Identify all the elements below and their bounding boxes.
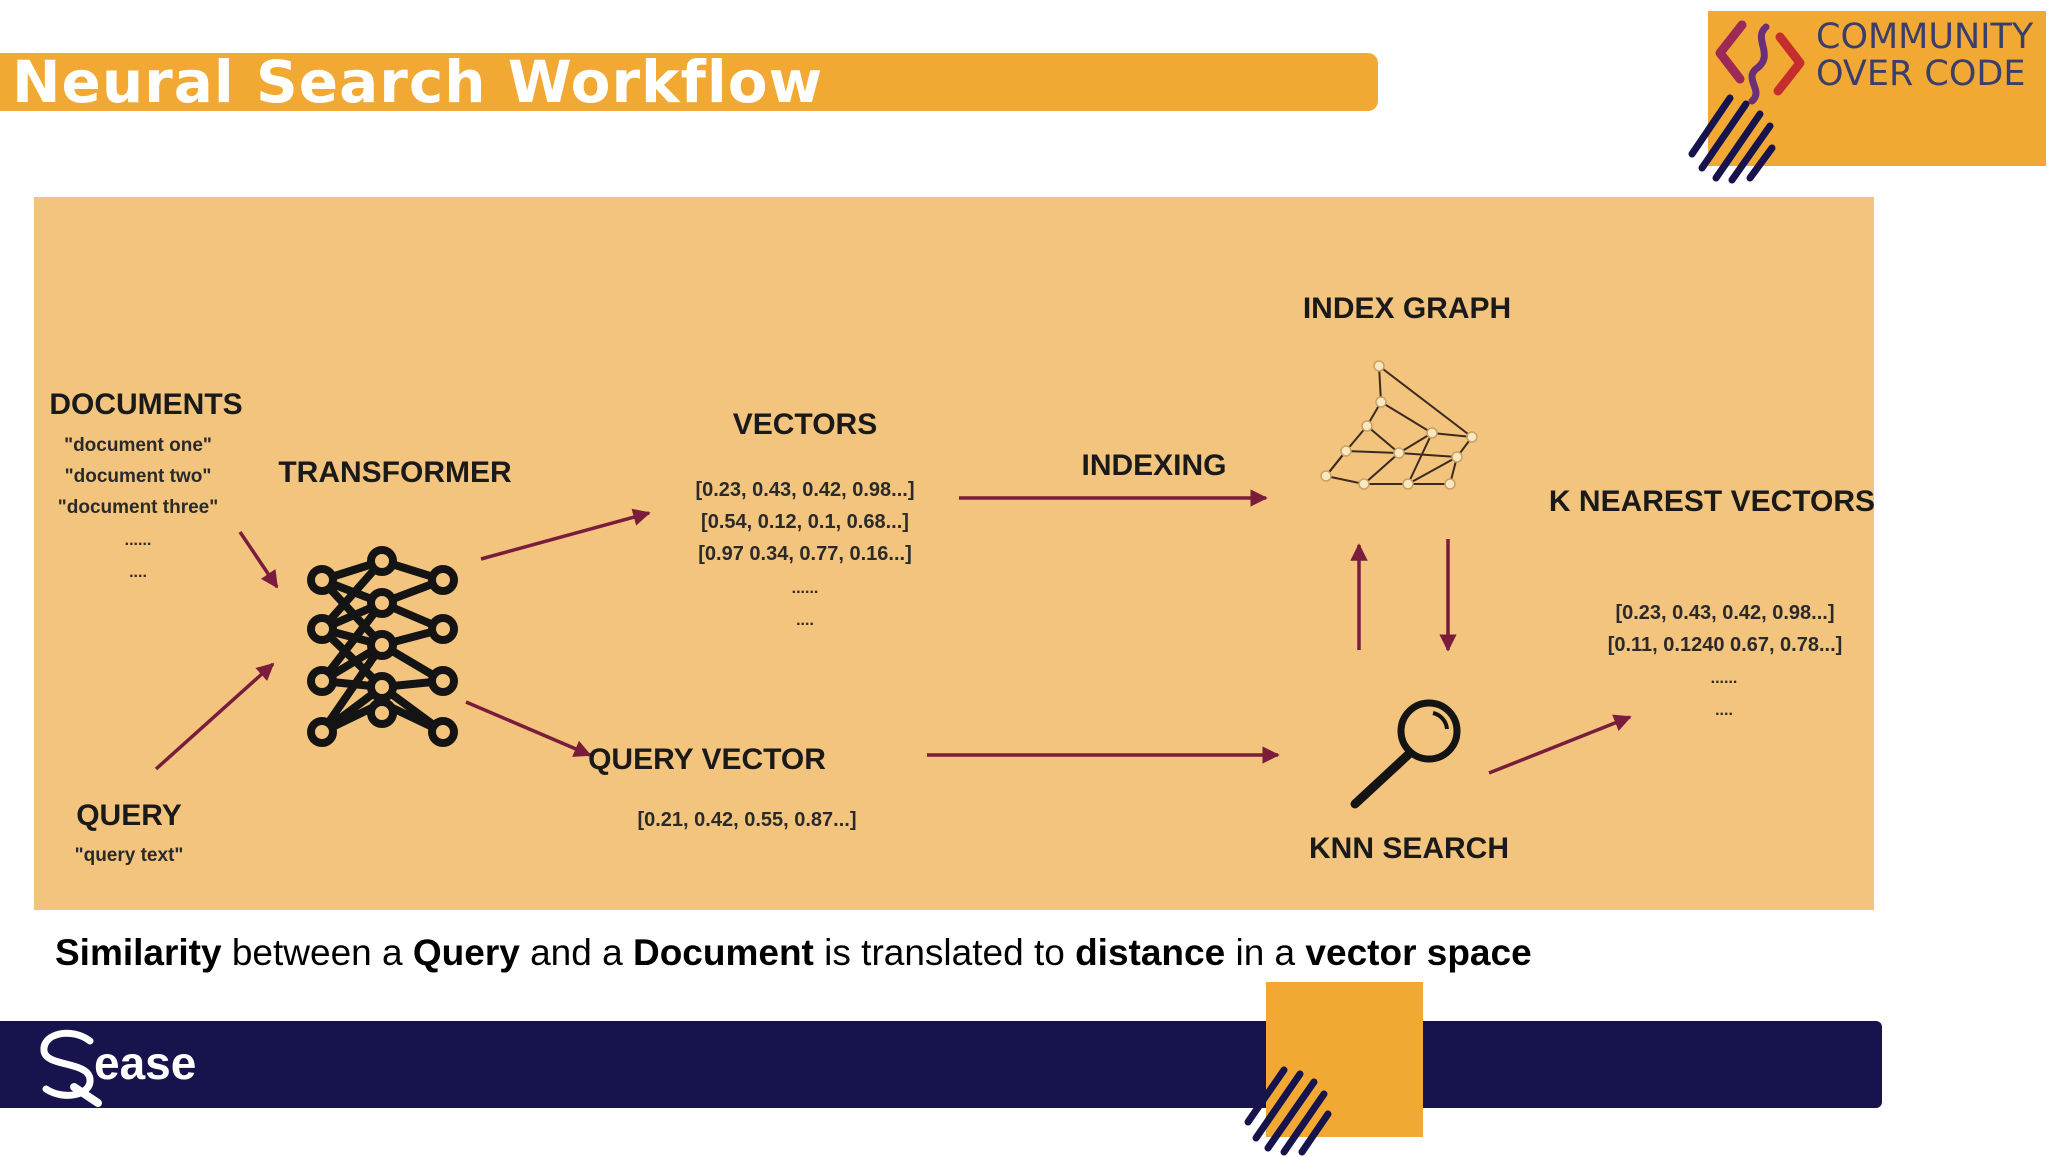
community-over-code-logo: COMMUNITY OVER CODE (1708, 11, 2046, 166)
vector-item: [0.97 0.34, 0.77, 0.16...] (698, 543, 911, 565)
index-graph-heading: INDEX GRAPH (1303, 292, 1511, 325)
caption-part: Document (632, 932, 814, 973)
k-nearest-ellipsis: .... (1715, 702, 1733, 719)
index-graph-icon (1320, 360, 1478, 490)
caption-part: between a (221, 932, 413, 973)
document-item: "document two" (65, 466, 212, 487)
caption-part: and a (519, 932, 633, 973)
query-text: "query text" (75, 845, 184, 866)
caption-part: Query (412, 932, 520, 973)
knn-to-results-arrow (1488, 714, 1632, 775)
document-ellipsis: ...... (125, 532, 152, 549)
document-ellipsis: .... (129, 564, 147, 581)
documents-to-transformer-arrow (238, 531, 279, 589)
caption-part: in a (1225, 932, 1306, 973)
transformer-to-query-vector-arrow (465, 700, 592, 757)
document-item: "document three" (58, 497, 219, 518)
caption-part: vector space (1305, 932, 1532, 973)
query-to-transformer-arrow (154, 662, 275, 771)
indexing-label: INDEXING (1081, 449, 1226, 482)
vector-ellipsis: .... (796, 612, 814, 629)
title-bar: Neural Search Workflow (0, 53, 1378, 111)
neural-network-icon (307, 546, 458, 747)
query-vector-heading: QUERY VECTOR (588, 743, 826, 776)
sease-logo-text: ease (94, 1037, 196, 1089)
hatch-stripes-bottom (1244, 1066, 1332, 1156)
vector-ellipsis: ...... (792, 580, 819, 597)
k-nearest-item: [0.11, 0.1240 0.67, 0.78...] (1608, 634, 1843, 656)
code-brackets-icon (1715, 20, 1805, 105)
neural-search-diagram: DOCUMENTS "document one" "document two" … (34, 197, 1875, 910)
query-vector-value: [0.21, 0.42, 0.55, 0.87...] (637, 809, 856, 831)
document-item: "document one" (64, 435, 212, 456)
logo-text: COMMUNITY OVER CODE (1816, 17, 2034, 94)
diagram-canvas: DOCUMENTS "document one" "document two" … (49, 292, 1875, 866)
caption-part: Similarity (55, 932, 222, 973)
transformer-heading: TRANSFORMER (278, 456, 512, 489)
slide-caption: Similarity between a Query and a Documen… (55, 932, 1532, 974)
slide-title: Neural Search Workflow (12, 48, 824, 116)
magnifier-icon (1350, 699, 1461, 809)
footer-bar: ease (0, 1021, 1882, 1108)
transformer-to-vectors-arrow (480, 508, 651, 561)
k-nearest-heading: K NEAREST VECTORS (1549, 485, 1874, 518)
k-nearest-ellipsis: ...... (1711, 670, 1738, 687)
documents-heading: DOCUMENTS (49, 388, 242, 421)
vectors-heading: VECTORS (733, 408, 877, 441)
caption-part: is translated to (813, 932, 1076, 973)
vector-item: [0.54, 0.12, 0.1, 0.68...] (701, 511, 909, 533)
magnifier-s-icon (40, 1029, 102, 1107)
k-nearest-item: [0.23, 0.43, 0.42, 0.98...] (1615, 602, 1834, 624)
knn-search-heading: KNN SEARCH (1309, 832, 1509, 865)
caption-part: distance (1075, 932, 1226, 973)
query-heading: QUERY (76, 799, 182, 832)
hatch-stripes-top (1688, 94, 1776, 184)
vector-item: [0.23, 0.43, 0.42, 0.98...] (695, 479, 914, 501)
sease-logo: ease (40, 1029, 196, 1107)
